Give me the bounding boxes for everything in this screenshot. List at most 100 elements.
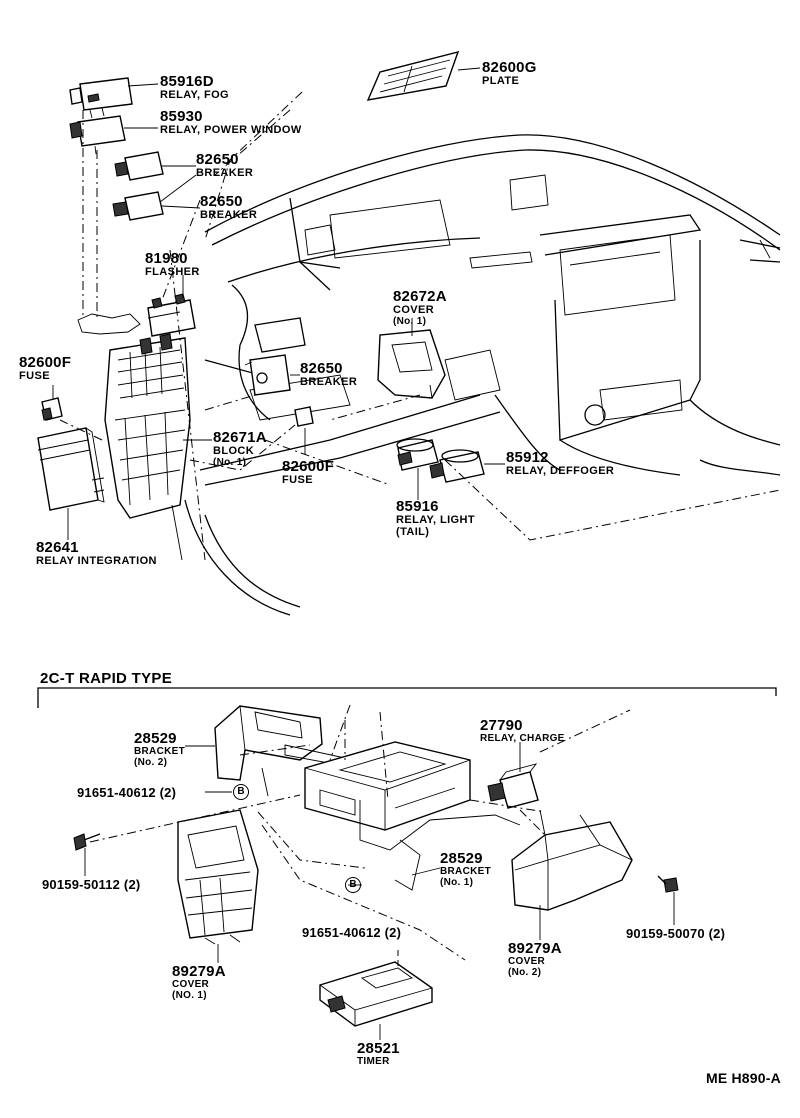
part-number: 82641: [36, 539, 79, 556]
timer-shape: [319, 961, 433, 1027]
part-number: 82600F: [19, 354, 72, 371]
dashboard-outline: [184, 134, 781, 616]
callout-28521: 28521 TIMER: [357, 1041, 400, 1067]
plate-shape: [366, 50, 460, 101]
callout-85916: 85916 RELAY, LIGHT (TAIL): [396, 499, 475, 538]
part-desc-2: (No. 2): [508, 967, 542, 978]
part-desc-2: (No. 1): [213, 457, 247, 468]
part-number: 82650: [196, 151, 239, 168]
callout-82641: 82641 RELAY INTEGRATION: [36, 540, 157, 567]
cover-no1-lower-shape: [177, 809, 259, 945]
callout-82650-c: 82650 BREAKER: [300, 361, 357, 388]
part-desc: RELAY, DEFFOGER: [506, 465, 615, 477]
part-desc: PLATE: [482, 75, 520, 87]
part-desc: BREAKER: [200, 209, 258, 221]
part-number: 28521: [357, 1040, 400, 1057]
relay-integration-shape: [37, 427, 105, 511]
part-number: 85916: [396, 498, 439, 515]
part-number: 27790: [480, 717, 523, 734]
part-number: 89279A: [508, 940, 562, 957]
part-number: 28529: [440, 850, 483, 867]
part-desc-2: (NO. 1): [172, 990, 207, 1001]
part-desc-2: (No. 1): [393, 316, 427, 327]
section-title: 2C-T RAPID TYPE: [40, 670, 173, 687]
part-number: 89279A: [172, 963, 226, 980]
callout-91651-top: 91651-40612 (2): [77, 786, 176, 799]
part-desc-2: (TAIL): [396, 526, 430, 538]
callout-90159-50070: 90159-50070 (2): [626, 927, 725, 940]
callout-82600f-mid: 82600F FUSE: [282, 459, 334, 486]
callout-89279a-no1: 89279A COVER (NO. 1): [172, 964, 226, 1001]
part-desc: COVER: [393, 304, 435, 316]
callout-82672a: 82672A COVER (No. 1): [393, 289, 447, 327]
part-desc: FLASHER: [145, 266, 200, 278]
part-number: 91651-40612 (2): [77, 785, 177, 800]
relay-light-shape: [396, 438, 439, 471]
lower-leader-lines: [84, 704, 675, 1040]
part-number: 90159-50112 (2): [42, 877, 141, 892]
callout-85916d: 85916D RELAY, FOG: [160, 74, 229, 101]
callout-82671a: 82671A BLOCK (No. 1): [213, 430, 267, 468]
part-desc: COVER: [508, 956, 546, 967]
part-desc: RELAY, LIGHT: [396, 514, 475, 526]
relay-power-window-shape: [69, 115, 126, 155]
fuse-mid-shape: [294, 406, 314, 427]
relay-fog-shape: [69, 77, 133, 119]
callout-28529-no1: 28529 BRACKET (No. 1): [440, 851, 491, 888]
part-number: 82671A: [213, 429, 267, 446]
flasher-shape: [147, 293, 196, 337]
callout-82600f-left: 82600F FUSE: [19, 355, 71, 382]
part-desc: RELAY, FOG: [160, 89, 229, 101]
relay-charge-shape: [487, 760, 539, 809]
part-number: 85930: [160, 108, 203, 125]
part-desc: BREAKER: [196, 167, 254, 179]
callout-28529-no2: 28529 BRACKET (No. 2): [134, 731, 185, 768]
junction-block-shape: [77, 313, 191, 519]
part-desc: RELAY INTEGRATION: [36, 555, 157, 567]
part-desc: RELAY, CHARGE: [480, 733, 565, 744]
cover-no2-shape: [511, 809, 633, 911]
breaker-b-shape: [112, 191, 164, 221]
callout-91651-bottom: 91651-40612 (2): [302, 926, 401, 939]
part-desc: COVER: [172, 979, 210, 990]
part-number: 82650: [200, 193, 243, 210]
part-desc: TIMER: [357, 1056, 390, 1067]
part-desc-2: (No. 2): [134, 757, 168, 768]
part-number: 82600G: [482, 59, 537, 76]
callout-90159-50112: 90159-50112 (2): [42, 878, 140, 891]
part-desc: FUSE: [19, 370, 50, 382]
bolt-left-shape: [73, 833, 101, 851]
part-number: 82650: [300, 360, 343, 377]
callout-82600g: 82600G PLATE: [482, 60, 537, 87]
cover-no1-shape: [377, 329, 446, 399]
relay-defogger-shape: [429, 449, 485, 483]
part-number: 91651-40612 (2): [302, 925, 402, 940]
callout-89279a-no2: 89279A COVER (No. 2): [508, 941, 562, 978]
callout-82650-b: 82650 BREAKER: [200, 194, 257, 221]
part-desc: BREAKER: [300, 376, 358, 388]
part-desc: BLOCK: [213, 445, 255, 457]
part-desc: FUSE: [282, 474, 313, 486]
upper-leader-lines: [52, 67, 781, 561]
callout-81980: 81980 FLASHER: [145, 251, 200, 278]
breaker-c-shape: [244, 354, 291, 396]
part-number: 85912: [506, 449, 549, 466]
part-number: 28529: [134, 730, 177, 747]
fuse-left-shape: [41, 397, 63, 421]
part-desc: BRACKET: [134, 746, 185, 757]
callout-27790: 27790 RELAY, CHARGE: [480, 718, 565, 744]
part-number: 82600F: [282, 458, 335, 475]
part-number: 90159-50070 (2): [626, 926, 726, 941]
part-number: 85916D: [160, 73, 214, 90]
b-marker-bottom: B: [345, 877, 361, 893]
bolt-right-shape: [657, 875, 679, 893]
callout-85912: 85912 RELAY, DEFFOGER: [506, 450, 614, 477]
callout-82650-a: 82650 BREAKER: [196, 152, 253, 179]
bracket-no2-shape: [214, 705, 346, 797]
part-desc: BRACKET: [440, 866, 491, 877]
part-desc: RELAY, POWER WINDOW: [160, 124, 302, 136]
part-number: 81980: [145, 250, 188, 267]
drawing-code: ME H890-A: [706, 1070, 781, 1086]
